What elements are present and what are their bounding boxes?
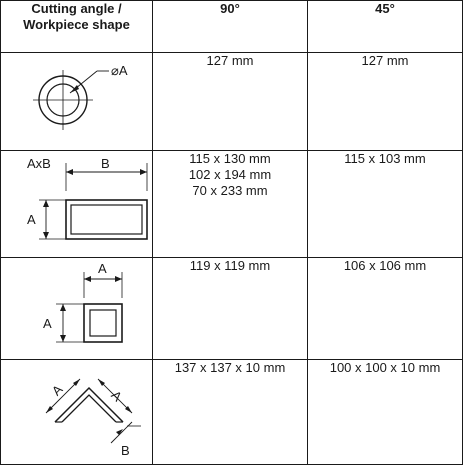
- axb-label: AxB: [27, 156, 51, 171]
- header-45-degrees: 45°: [307, 0, 463, 53]
- table-row-round-pipe: ⌀A 127 mm 127 mm: [0, 52, 463, 151]
- rectangular-pipe-45-value: 115 x 103 mm: [307, 150, 463, 258]
- rectangular-pipe-figure-cell: AxB B A: [0, 150, 153, 258]
- square-pipe-90-value: 119 x 119 mm: [152, 257, 308, 360]
- angle-45-line: 100 x 100 x 10 mm: [329, 360, 441, 375]
- rectangular-90-line-3: 70 x 233 mm: [192, 183, 268, 198]
- round-pipe-diameter-label: ⌀A: [111, 63, 128, 78]
- square-a-top-label: A: [98, 261, 107, 276]
- rectangular-90-line-2: 102 x 194 mm: [188, 167, 272, 182]
- header-cutting-angle-shape: Cutting angle / Workpiece shape: [0, 0, 153, 53]
- rectangular-pipe-90-value: 115 x 130 mm 102 x 194 mm 70 x 233 mm: [152, 150, 308, 258]
- rectangular-pipe-diagram: AxB B A: [27, 156, 148, 240]
- angle-section-90-value: 137 x 137 x 10 mm: [152, 359, 308, 465]
- round-pipe-45-value: 127 mm: [307, 52, 463, 151]
- square-pipe-figure-cell: A A: [0, 257, 153, 360]
- table-row-angle-section: A A B 137 x 137 x 10 mm 100 x 100 x 10 m…: [0, 359, 463, 465]
- table-row-rectangular-pipe: AxB B A 115 x 130 mm 102 x 194 mm 70 x 2…: [0, 150, 463, 258]
- round-pipe-90-line: 127 mm: [206, 53, 254, 68]
- square-45-line: 106 x 106 mm: [343, 258, 427, 273]
- header-90-degrees: 90°: [152, 0, 308, 53]
- round-pipe-figure-cell: ⌀A: [0, 52, 153, 151]
- rectangular-90-line-1: 115 x 130 mm: [189, 151, 271, 166]
- angle-section-45-value: 100 x 100 x 10 mm: [307, 359, 463, 465]
- rectangular-a-label: A: [27, 212, 36, 227]
- header-row: Cutting angle / Workpiece shape 90° 45°: [0, 0, 463, 53]
- rectangular-45-line: 115 x 103 mm: [344, 151, 426, 166]
- angle-b-label: B: [121, 443, 130, 458]
- angle-a-right-label: A: [108, 388, 125, 405]
- header-col1-line2: Workpiece shape: [23, 17, 130, 32]
- table-row-square-pipe: A A 119 x 119 mm 106 x 106 mm: [0, 257, 463, 360]
- square-90-line: 119 x 119 mm: [189, 258, 271, 273]
- round-pipe-diagram: ⌀A: [33, 63, 128, 130]
- angle-section-figure-cell: A A B: [0, 359, 153, 465]
- square-pipe-diagram: A A: [43, 261, 123, 343]
- square-a-side-label: A: [43, 316, 52, 331]
- square-pipe-45-value: 106 x 106 mm: [307, 257, 463, 360]
- header-col1-line1: Cutting angle /: [31, 1, 122, 16]
- angle-section-diagram: A A B: [45, 378, 141, 458]
- round-pipe-90-value: 127 mm: [152, 52, 308, 151]
- rectangular-b-label: B: [101, 156, 110, 171]
- angle-90-line: 137 x 137 x 10 mm: [174, 360, 286, 375]
- round-pipe-45-line: 127 mm: [361, 53, 409, 68]
